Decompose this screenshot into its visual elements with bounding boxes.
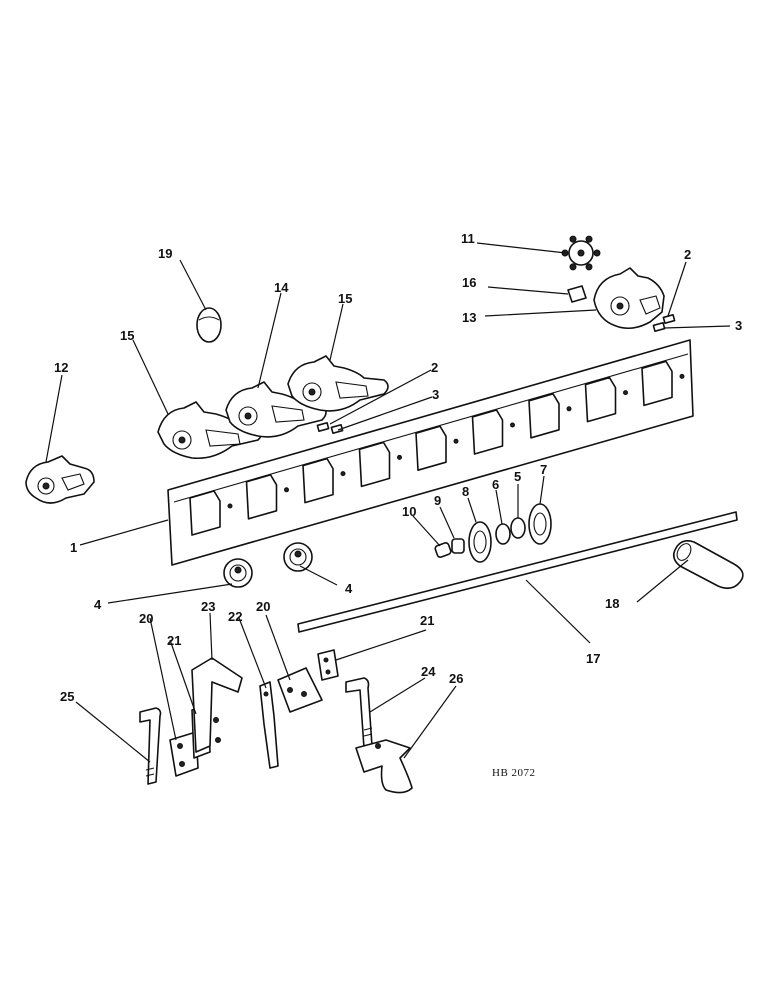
plate-hole [510,422,515,428]
callout-18: 18 [605,596,619,611]
seed-plate-bar [167,339,694,566]
callout-22: 22 [228,609,242,624]
callout-2-left: 2 [431,360,438,375]
callout-14: 14 [274,280,289,295]
callout-1: 1 [70,540,77,555]
callout-17: 17 [586,651,600,666]
callout-20-right: 20 [256,599,270,614]
hopper-unit-15-right [287,355,389,412]
callout-10: 10 [402,504,416,519]
plate-window [189,490,221,536]
callout-7: 7 [540,462,547,477]
bracket-23 [191,657,243,753]
plate-hole [623,390,628,396]
callout-9: 9 [434,493,441,508]
crank-handle-18 [672,540,744,590]
leader-lines [45,242,731,763]
clip-3-left [330,424,344,434]
callout-4-right: 4 [345,581,353,596]
bolt-25 [139,707,162,785]
clamp-26 [355,739,413,794]
hopper-unit-12 [25,455,95,504]
plate-hole [227,503,233,509]
bracket-21-right [317,649,339,681]
bracket-20-left [169,731,199,777]
clip-2-left [316,422,330,432]
callout-24: 24 [421,664,436,679]
callout-21-left: 21 [167,633,181,648]
plate-window [245,474,278,520]
plate-hole [679,373,685,379]
callout-19: 19 [158,246,172,261]
plate-hole [340,471,346,477]
drawing-reference: HB 2072 [492,767,536,779]
clip-3-right [652,322,666,332]
strap-22 [259,681,279,769]
agitator-tooth [585,235,593,243]
callout-8: 8 [462,484,469,499]
plate-window [641,360,673,407]
callout-6: 6 [492,477,499,492]
callout-2-right: 2 [684,247,691,262]
callout-25: 25 [60,689,74,704]
plate-window [302,457,334,504]
callout-15-right: 15 [338,291,352,306]
callout-labels: 1 2 3 2 3 4 4 5 6 7 8 9 10 11 12 13 14 1… [54,231,742,704]
callout-12: 12 [54,360,68,375]
hopper-unit-13 [593,267,665,330]
plate-window [528,393,560,439]
plate-hole [284,487,289,493]
plate-window [415,425,447,471]
knob-4-left [223,558,253,588]
plate-hole [453,438,459,444]
agitator-tooth [585,263,593,271]
plate-hole [566,406,572,412]
agitator-tooth [569,235,577,243]
callout-15-left: 15 [120,328,134,343]
shaft-17 [297,511,738,633]
callout-5: 5 [514,469,521,484]
callout-16: 16 [462,275,476,290]
agitator-11 [561,235,601,271]
callout-13: 13 [462,310,476,325]
bracket-20-right [277,667,323,713]
callout-23: 23 [201,599,215,614]
cap-19 [196,307,222,343]
callout-3-right: 3 [735,318,742,333]
plate-window [358,441,391,488]
callout-21-right: 21 [420,613,434,628]
callout-4-left: 4 [94,597,102,612]
knob-4-right [283,542,313,572]
clip-2-right [662,314,676,324]
bolt-24 [345,677,373,749]
callout-20-left: 20 [139,611,153,626]
block-16 [567,285,587,303]
gear-train [434,503,552,563]
callout-26: 26 [449,671,463,686]
agitator-tooth [569,263,577,271]
callout-3-left: 3 [432,387,439,402]
callout-11: 11 [461,231,475,246]
plate-hole [397,454,402,460]
agitator-tooth [593,249,601,257]
plate-window [471,409,504,455]
plate-window [584,376,617,423]
